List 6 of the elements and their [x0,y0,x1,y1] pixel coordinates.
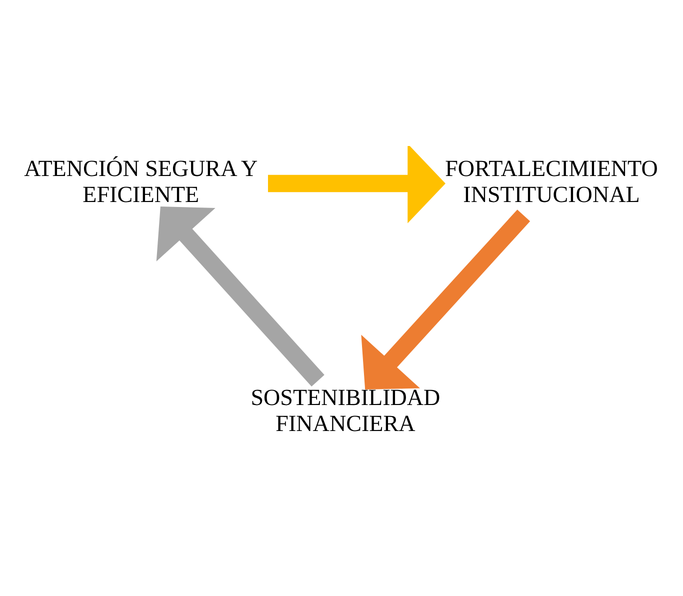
arrow [268,146,446,224]
arrow [156,206,324,387]
arrow [361,210,530,390]
node-text: FORTALECIMIENTO INSTITUCIONAL [445,154,658,207]
node-text: ATENCIÓN SEGURA Y EFICIENTE [24,154,258,207]
node-text: SOSTENIBILIDAD FINANCIERA [250,384,440,436]
